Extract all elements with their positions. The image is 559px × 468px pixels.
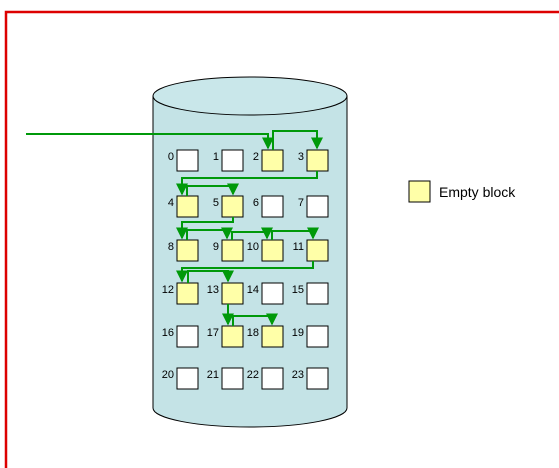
used-block-box <box>221 367 244 390</box>
used-block-box <box>306 367 329 390</box>
empty-block-box <box>176 282 199 305</box>
disk-block: 20 <box>162 367 199 390</box>
disk-block: 11 <box>293 239 329 262</box>
empty-block-box <box>221 282 244 305</box>
block-number: 22 <box>247 369 259 381</box>
empty-block-box <box>306 239 329 262</box>
block-number: 6 <box>253 197 259 209</box>
slide-frame <box>4 10 559 468</box>
used-block-box <box>176 325 199 348</box>
used-block-box <box>261 367 284 390</box>
empty-block-box <box>176 195 199 218</box>
block-number: 14 <box>247 284 259 296</box>
disk-block: 15 <box>292 282 329 305</box>
block-number: 1 <box>213 151 219 163</box>
block-number: 9 <box>213 241 219 253</box>
block-number: 4 <box>168 197 174 209</box>
free-list-arrow <box>187 270 234 283</box>
free-list-head-arrow <box>26 133 274 150</box>
block-number: 21 <box>207 369 219 381</box>
block-number: 19 <box>292 327 304 339</box>
block-number: 16 <box>162 327 174 339</box>
disk-block: 16 <box>162 325 199 348</box>
free-list-arrow <box>272 130 323 150</box>
block-number: 5 <box>213 197 219 209</box>
disk-block: 13 <box>207 282 244 305</box>
block-number: 23 <box>292 369 304 381</box>
disk-block: 22 <box>247 367 284 390</box>
block-number: 0 <box>168 151 174 163</box>
empty-block-box <box>221 239 244 262</box>
legend-label: Empty block <box>439 184 516 200</box>
block-number: 18 <box>247 327 259 339</box>
block-number: 10 <box>247 241 259 253</box>
disk-block: 18 <box>247 325 284 348</box>
block-number: 12 <box>162 284 174 296</box>
block-number: 11 <box>293 241 304 253</box>
free-list-arrow <box>271 227 319 240</box>
disk-block: 14 <box>247 282 284 305</box>
disk-block: 21 <box>207 367 244 390</box>
free-list-arrow <box>176 261 314 283</box>
block-number: 7 <box>298 197 304 209</box>
block-number: 17 <box>207 327 219 339</box>
used-block-box <box>221 149 244 172</box>
free-list-arrow <box>176 171 318 196</box>
block-number: 15 <box>292 284 304 296</box>
empty-block-box <box>221 195 244 218</box>
empty-block-box <box>306 149 329 172</box>
disk-block: 23 <box>292 367 329 390</box>
block-number: 3 <box>298 151 304 163</box>
empty-block-box <box>261 149 284 172</box>
empty-block-box <box>261 239 284 262</box>
free-list-arrow <box>231 227 273 240</box>
free-list-arrow <box>232 313 278 326</box>
disk-top <box>152 76 348 116</box>
free-list-arrow <box>186 227 233 240</box>
free-list-arrow <box>176 217 234 240</box>
used-block-box <box>306 325 329 348</box>
disk-block: 19 <box>292 325 329 348</box>
block-number: 8 <box>168 241 174 253</box>
used-block-box <box>261 195 284 218</box>
free-list-arrow <box>186 183 239 196</box>
block-number: 2 <box>253 151 259 163</box>
free-list-arrows <box>26 130 323 326</box>
empty-block-box <box>261 325 284 348</box>
empty-block-box <box>176 239 199 262</box>
disk-block: 6 <box>253 195 284 218</box>
used-block-box <box>176 149 199 172</box>
empty-block-swatch <box>408 180 431 203</box>
used-block-box <box>306 195 329 218</box>
disk-block: 10 <box>247 239 284 262</box>
used-block-box <box>306 282 329 305</box>
legend: Empty block <box>408 180 516 203</box>
disk-block: 7 <box>298 195 329 218</box>
block-number: 20 <box>162 369 174 381</box>
used-block-box <box>176 367 199 390</box>
disk-block: 0 <box>168 149 199 172</box>
block-number: 13 <box>207 284 219 296</box>
empty-block-box <box>221 325 244 348</box>
disk-block: 17 <box>207 325 244 348</box>
used-block-box <box>261 282 284 305</box>
disk-block: 1 <box>213 149 244 172</box>
